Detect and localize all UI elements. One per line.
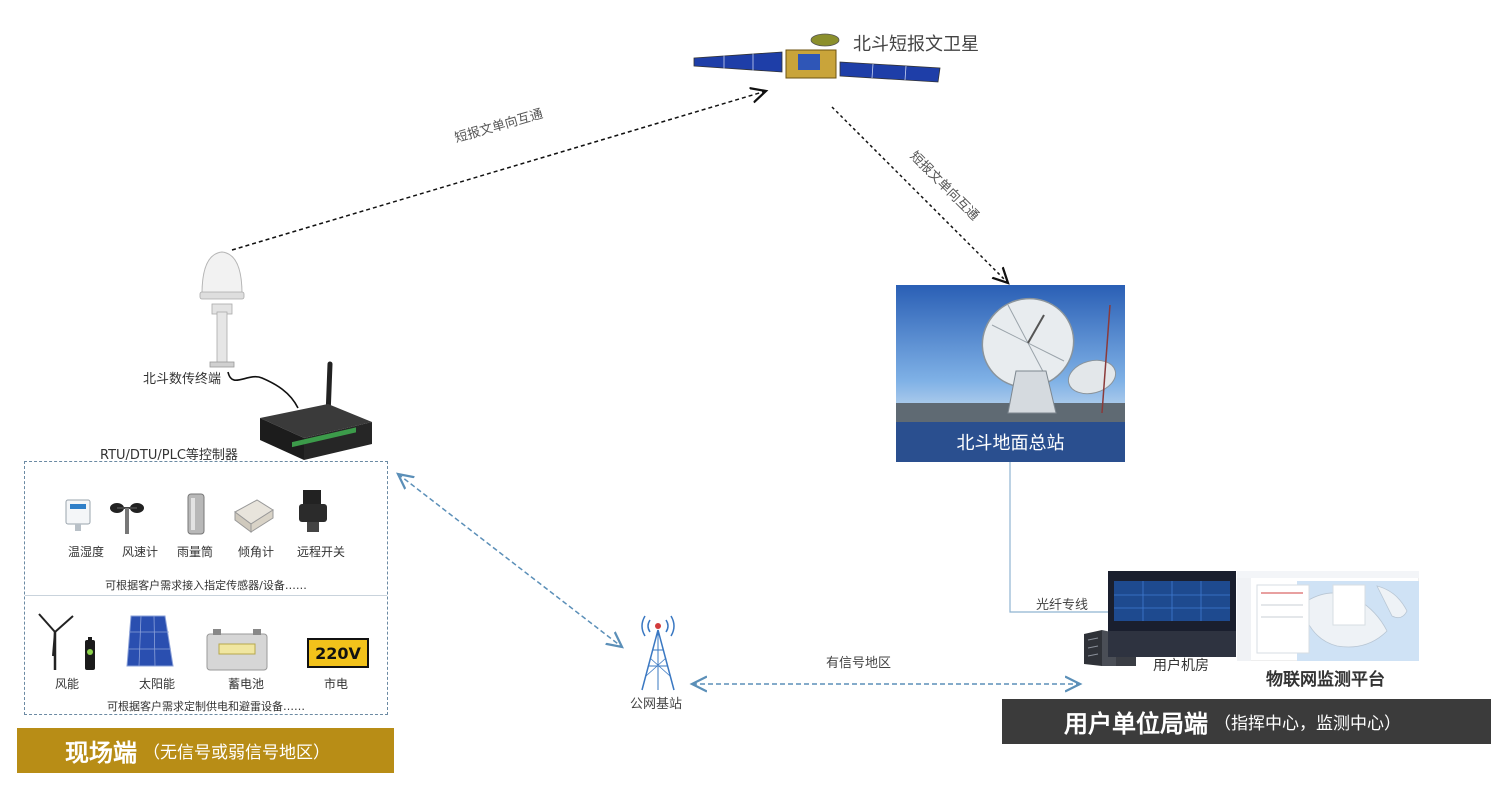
- terminal-satellite-link: [231, 91, 766, 251]
- server-room-label: 用户机房: [1153, 658, 1209, 674]
- rain-gauge-icon: [187, 493, 205, 535]
- sensor-note: 可根据客户需求接入指定传感器/设备……: [105, 579, 307, 592]
- sensor-label-rain-gauge: 雨量筒: [176, 545, 213, 559]
- power-label-battery: 蓄电池: [227, 677, 264, 691]
- sensor-label-inclinometer: 倾角计: [237, 545, 274, 559]
- dish-antenna-icon: [896, 285, 1125, 422]
- signal-area-label: 有信号地区: [826, 656, 892, 671]
- fiber-link: [1009, 462, 1120, 613]
- sensor-label-remote-switch: 远程开关: [296, 545, 345, 559]
- user-banner-subtitle: （指挥中心，监测中心）: [1214, 714, 1401, 734]
- controller-box-icon: [260, 361, 372, 460]
- fiber-label: 光纤专线: [1036, 598, 1089, 613]
- terminal-label: 北斗数传终端: [143, 372, 222, 387]
- user-banner-title: 用户单位局端: [1064, 710, 1208, 738]
- section-divider: [25, 595, 387, 596]
- field-banner-subtitle: （无信号或弱信号地区）: [143, 743, 330, 763]
- mains-power-icon: 220V: [307, 638, 369, 668]
- power-label-solar: 太阳能: [138, 677, 175, 691]
- field-banner-title: 现场端: [65, 739, 137, 767]
- solar-panel-icon: [126, 615, 174, 667]
- ground-station-label: 北斗地面总站: [896, 422, 1125, 462]
- base-station-label: 公网基站: [630, 697, 683, 712]
- controller-label: RTU/DTU/PLC等控制器: [100, 448, 238, 463]
- power-note: 可根据客户需求定制供电和避雷设备……: [107, 700, 305, 713]
- user-banner: 用户单位局端 （指挥中心，监测中心）: [1002, 699, 1491, 744]
- wind-turbine-icon: [38, 613, 95, 670]
- sensor-label-humidity: 温湿度: [67, 545, 104, 559]
- power-label-mains: 市电: [323, 677, 348, 691]
- cell-tower-icon: [641, 615, 675, 691]
- inclinometer-icon: [234, 499, 274, 533]
- field-device-box: 温湿度 风速计 雨量筒 倾角计 远程开关 可根据客户需求接入指定传感器/设备………: [24, 461, 388, 715]
- terminal-cable: [227, 371, 299, 409]
- field-banner: 现场端 （无信号或弱信号地区）: [17, 728, 394, 773]
- satellite-label: 北斗短报文卫星: [853, 34, 979, 55]
- control-room-icon: [1108, 571, 1236, 657]
- remote-switch-icon: [299, 490, 327, 532]
- power-label-wind: 风能: [54, 677, 79, 691]
- platform-label: 物联网监测平台: [1266, 670, 1385, 690]
- ground-station-card: 北斗地面总站: [896, 285, 1125, 462]
- battery-icon: [206, 629, 268, 671]
- satellite-ground-link: [831, 106, 1008, 283]
- monitor-platform-icon: [1237, 571, 1419, 661]
- field-basestation-link: [398, 474, 622, 647]
- humidity-sensor-icon: [65, 499, 91, 531]
- sensor-label-anemometer: 风速计: [121, 545, 158, 559]
- anemometer-icon: [110, 503, 144, 534]
- satellite-icon: [693, 33, 941, 83]
- antenna-dome-icon: [199, 251, 245, 368]
